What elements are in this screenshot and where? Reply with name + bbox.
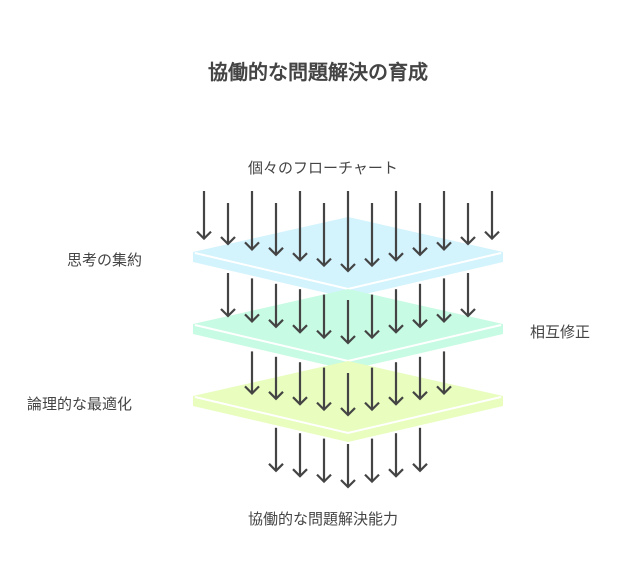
- arrow-head: [340, 263, 356, 273]
- arrow-head: [268, 247, 284, 257]
- label-input: 個々のフローチャート: [248, 159, 398, 177]
- arrow-head: [220, 308, 236, 318]
- arrow-head: [364, 473, 380, 484]
- arrow-head: [412, 463, 428, 473]
- arrow-head: [244, 241, 260, 251]
- arrow-head: [412, 391, 428, 401]
- arrow-head: [340, 479, 356, 489]
- arrow-head: [436, 241, 452, 251]
- arrow-head: [364, 329, 380, 340]
- arrow-head: [268, 391, 284, 401]
- arrow-head: [340, 407, 356, 417]
- arrow-head: [244, 385, 260, 395]
- arrow-head: [268, 319, 284, 329]
- label-layer1: 思考の集約: [67, 251, 143, 269]
- arrow-head: [388, 324, 404, 334]
- label-output: 協働的な問題解決能力: [248, 510, 399, 528]
- arrow-head: [436, 385, 452, 395]
- arrow-head: [316, 401, 332, 412]
- arrow-head: [388, 252, 404, 262]
- arrow-head: [292, 324, 308, 334]
- arrow-head: [436, 313, 452, 323]
- arrow-head: [460, 236, 476, 246]
- arrow-head: [292, 468, 308, 478]
- arrow-head: [244, 313, 260, 323]
- arrow-head: [340, 335, 356, 345]
- arrow-head: [316, 473, 332, 484]
- arrow-head: [316, 329, 332, 340]
- arrow-head: [460, 308, 476, 318]
- arrow-head: [388, 468, 404, 478]
- arrow-head: [412, 319, 428, 329]
- diagram-title: 協働的な問題解決の育成: [208, 60, 428, 84]
- arrow-head: [292, 252, 308, 262]
- arrow-head: [268, 463, 284, 473]
- arrow-head: [364, 401, 380, 412]
- arrow-head: [292, 396, 308, 406]
- arrow-head: [364, 257, 380, 268]
- arrow-head: [196, 230, 212, 241]
- label-layer2: 相互修正: [530, 323, 591, 341]
- arrow-head: [220, 236, 236, 246]
- arrow-head: [388, 396, 404, 406]
- arrow-head: [484, 230, 500, 241]
- arrow-head: [316, 257, 332, 268]
- layer3-edge: [194, 396, 502, 435]
- label-layer3: 論理的な最適化: [27, 395, 133, 413]
- arrow-head: [412, 247, 428, 257]
